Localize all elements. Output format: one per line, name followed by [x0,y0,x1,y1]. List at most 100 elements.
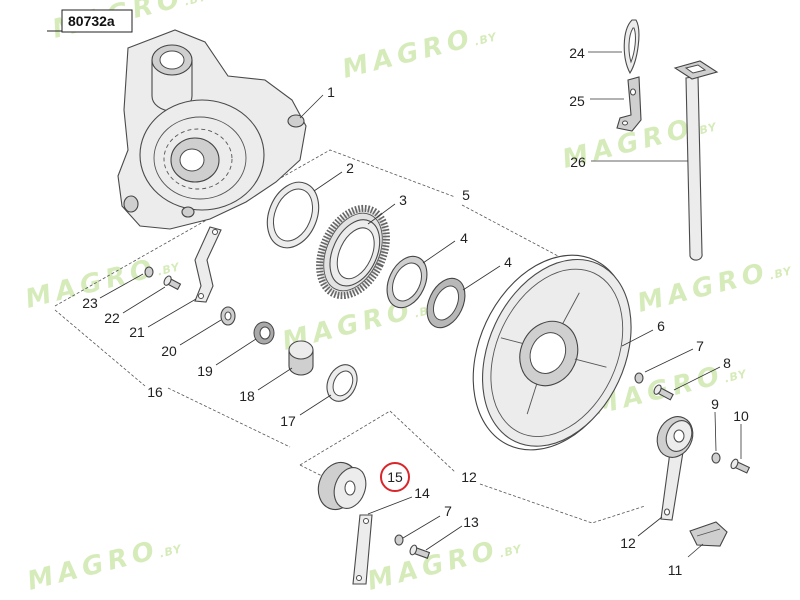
watermark-suffix: .BY [183,0,208,8]
housing-hub-ring-inner [163,128,233,190]
callout-label: 12 [620,535,636,551]
bracket-group-16-left [54,309,146,387]
callout-label: 5 [462,187,470,203]
watermark-suffix: .BY [156,260,181,278]
ring-inner [432,285,460,321]
callout-label: 16 [147,384,163,400]
lever-disc-hole [673,429,685,443]
part-6-disc [472,254,632,451]
leader-13 [425,525,463,551]
leader-17 [299,394,332,416]
lever-strap [660,451,684,521]
part-23-ring [144,266,154,278]
callout-label: 19 [197,363,213,379]
callout-label: 20 [161,343,177,359]
watermark-brand: MAGRO [339,23,477,85]
callout-label: 1 [327,84,335,100]
part-13-bolt [409,544,431,559]
housing-lug-bottom [181,206,195,218]
callout-label: 3 [399,192,407,208]
leader-3 [367,203,396,225]
watermark-suffix: .BY [768,264,793,282]
leader-2 [313,171,343,192]
part-24-hook [623,19,640,75]
callout-label: 7 [696,338,704,354]
bolt-head [163,275,172,286]
ring-inner [272,188,314,242]
housing-hub-ring [153,116,247,200]
part-20-washer-hole [224,311,232,321]
part-17-ring [326,364,358,402]
bracket-group-16-right [167,387,291,448]
leader-19 [215,338,257,366]
watermark: MAGRO.BY [22,248,182,315]
part-3-gear-ring [316,204,390,300]
part-21-hole [198,293,204,299]
part-14-strap [352,514,373,585]
lever-strap-hole [664,508,670,516]
callout-label: 2 [346,160,354,176]
part-housing [117,29,307,230]
disc-bore [529,332,567,374]
leader-20 [179,319,222,346]
housing-hub-bore [179,148,205,172]
part-8-bolt [653,384,674,401]
watermark-suffix: .BY [158,542,183,560]
part-4-ring-lower [426,277,466,329]
bracket-group-12-left [299,464,323,477]
disc-spoke [526,384,538,415]
callout-label: 26 [570,154,586,170]
part-25-hole [622,120,628,126]
callout-label: 14 [414,485,430,501]
callout-labels: 1 2 3 5 4 4 24 25 26 6 7 8 9 10 12 11 12… [82,45,749,578]
housing-lug-left [123,195,139,213]
gear-bore [336,227,375,280]
watermark: MAGRO.BY [634,252,794,319]
leader-18 [257,367,293,391]
callout-label-highlighted: 15 [387,469,403,485]
part-11-bracket [689,521,728,547]
cap-top [288,340,314,360]
leader-21 [147,298,197,328]
disc-spoke [574,358,607,368]
callout-label: 13 [463,514,479,530]
part-18-cap [288,340,314,376]
part-26-rod [673,60,719,261]
leader-6 [621,329,654,347]
bolt-head [409,544,418,556]
leader-9 [714,411,717,452]
part-7-washer-lower [394,534,404,546]
leader-lines [99,51,742,558]
figure-id: 80732a [68,13,115,29]
callout-label: 12 [461,469,477,485]
callout-label: 8 [723,355,731,371]
part-14-hole [363,518,369,524]
part-19-ring-hole [259,326,271,340]
part-25-bracket [616,76,642,132]
callout-label: 18 [239,388,255,404]
part-14-hole [356,575,362,581]
leader-7-right [644,348,694,373]
callout-label: 7 [444,503,452,519]
watermark: MAGRO.BY [339,18,499,85]
watermark-brand: MAGRO [634,257,772,319]
bolt-head [653,384,662,395]
callout-label: 11 [668,562,683,578]
part-9-washer [711,452,721,464]
watermark-brand: MAGRO [24,535,162,597]
disc-spoke [500,337,523,344]
gear-root [323,212,383,292]
hook-inner [628,27,636,64]
watermark: MAGRO.BY [364,530,524,597]
callout-label: 4 [460,230,468,246]
leader-7-lower [402,515,441,539]
part-22-bolt [163,275,182,291]
callout-label: 10 [733,408,749,424]
callout-label: 9 [711,396,719,412]
part-21-hole [212,229,218,235]
callout-label: 25 [569,93,585,109]
disc-rim-line [490,268,624,437]
leader-12-right [637,516,663,537]
bolt-head [730,458,739,470]
